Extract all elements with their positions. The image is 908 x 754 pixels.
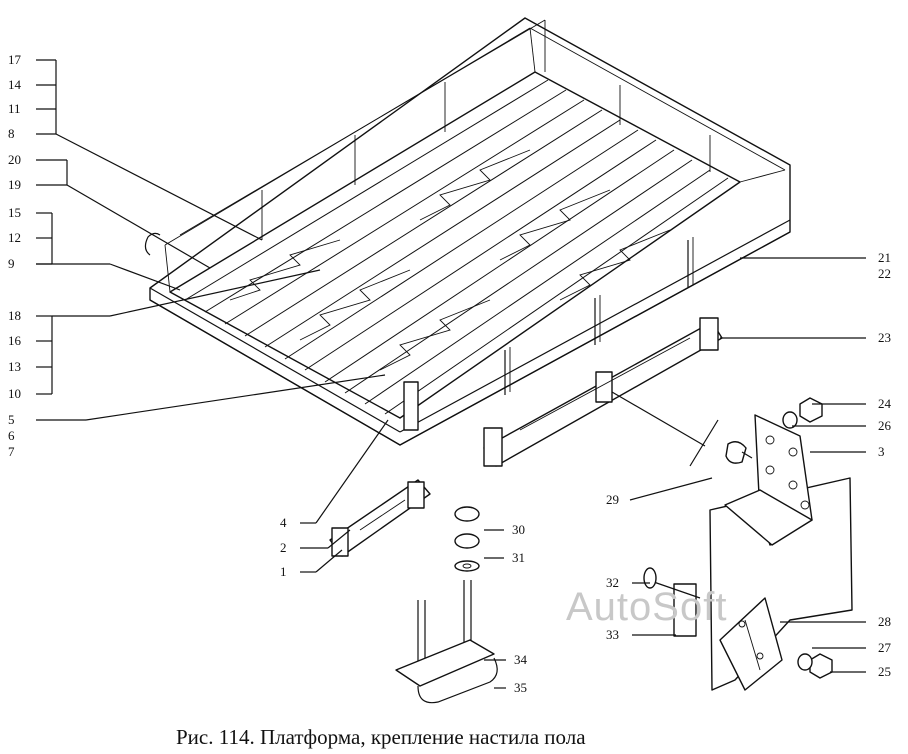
cross-beam-small (329, 479, 431, 557)
callout-26: 26 (878, 418, 892, 433)
stud-bolt (611, 391, 753, 467)
callout-23: 23 (878, 330, 891, 345)
callout-27: 27 (878, 640, 892, 655)
callout-31: 31 (512, 550, 525, 565)
callout-11: 11 (8, 101, 21, 116)
callout-9: 9 (8, 256, 15, 271)
callout-28: 28 (878, 614, 891, 629)
callout-15: 15 (8, 205, 21, 220)
callout-21: 21 (878, 250, 891, 265)
u-bolt-assembly (395, 506, 498, 704)
platform-body (144, 17, 791, 446)
callout-12: 12 (8, 230, 21, 245)
callout-10: 10 (8, 386, 21, 401)
callout-13: 13 (8, 359, 21, 374)
callout-22: 22 (878, 266, 891, 281)
callout-29: 29 (606, 492, 619, 507)
callout-25: 25 (878, 664, 891, 679)
callout-4: 4 (280, 515, 287, 530)
figure-caption: Рис. 114. Платформа, крепление настила п… (176, 725, 586, 749)
callout-30: 30 (512, 522, 525, 537)
callout-17: 17 (8, 52, 22, 67)
callout-5: 5 (8, 412, 15, 427)
callout-8: 8 (8, 126, 15, 141)
callout-3: 3 (878, 444, 885, 459)
callout-16: 16 (8, 333, 22, 348)
callout-19: 19 (8, 177, 21, 192)
callout-33: 33 (606, 627, 619, 642)
callout-32: 32 (606, 575, 619, 590)
callout-14: 14 (8, 77, 22, 92)
callout-24: 24 (878, 396, 892, 411)
frame-bracket-assembly (643, 414, 853, 691)
watermark: AutoSoft (566, 585, 727, 629)
callout-35: 35 (514, 680, 527, 695)
callout-20: 20 (8, 152, 21, 167)
callout-2: 2 (280, 540, 287, 555)
callout-6: 6 (8, 428, 15, 443)
callout-18: 18 (8, 308, 21, 323)
callout-7: 7 (8, 444, 15, 459)
callout-34: 34 (514, 652, 528, 667)
callout-1: 1 (280, 564, 287, 579)
